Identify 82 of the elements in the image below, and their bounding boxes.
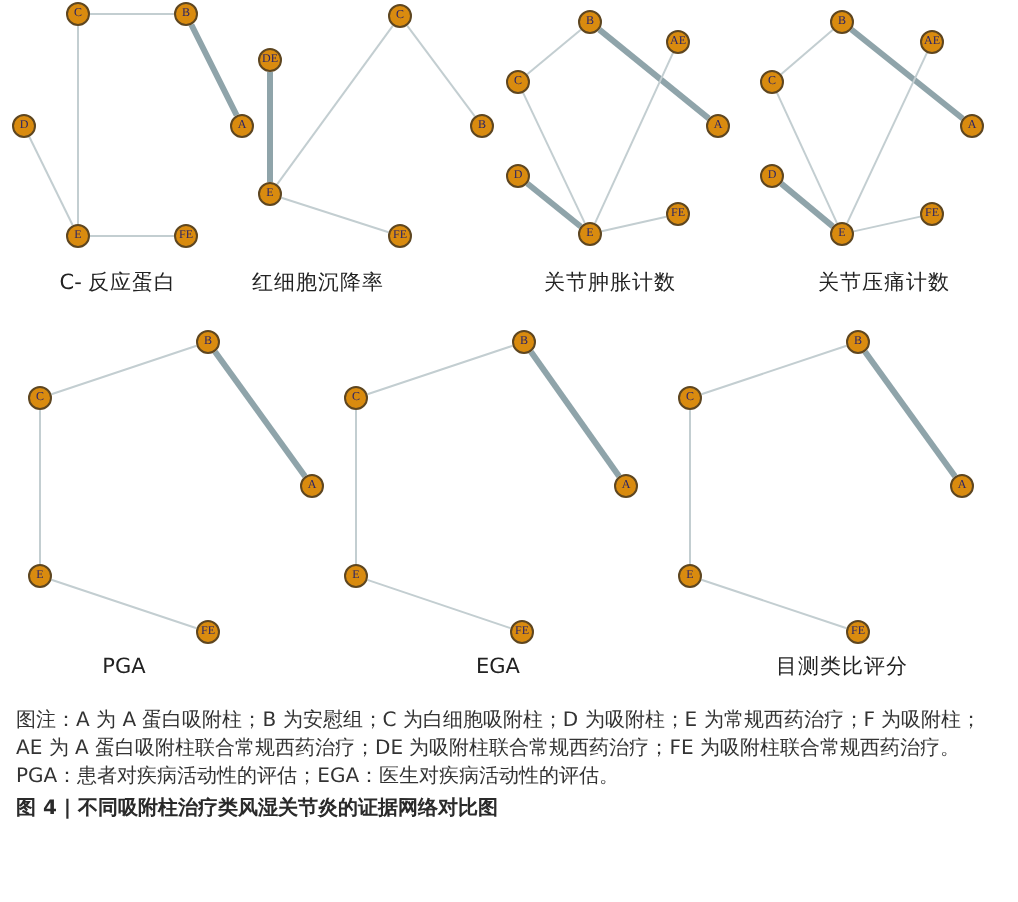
network-edge [689, 409, 691, 565]
panel-title: 红细胞沉降率 [252, 271, 384, 297]
panel-title: 关节肿胀计数 [544, 271, 676, 297]
treatment-node [388, 4, 412, 28]
figure-caption: 图 4 | 不同吸附柱治疗类风湿关节炎的证据网络对比图 [16, 796, 501, 824]
treatment-node [578, 10, 602, 34]
treatment-node [388, 224, 412, 248]
network-edge [188, 23, 240, 117]
network-edge [779, 181, 835, 229]
network-edge [366, 344, 514, 396]
network-edge [846, 51, 928, 225]
network-edge [267, 72, 273, 182]
network-edge [77, 25, 79, 225]
network-edge [597, 27, 711, 121]
treatment-node [666, 30, 690, 54]
treatment-node [706, 114, 730, 138]
network-edge [280, 196, 390, 234]
network-edge [594, 51, 674, 225]
network-edge [28, 135, 74, 227]
network-edge [525, 181, 583, 229]
treatment-node [950, 474, 974, 498]
treatment-node [666, 202, 690, 226]
panel-title: 目测类比评分 [776, 655, 908, 681]
treatment-node [920, 202, 944, 226]
treatment-node [510, 620, 534, 644]
network-edge [355, 409, 357, 565]
treatment-node [678, 564, 702, 588]
treatment-node [344, 386, 368, 410]
network-edge [528, 350, 622, 478]
network-edge [50, 344, 198, 396]
treatment-node [258, 48, 282, 72]
treatment-node [174, 2, 198, 26]
network-edge [89, 235, 175, 237]
treatment-node [230, 114, 254, 138]
network-edge [39, 409, 41, 565]
treatment-node [678, 386, 702, 410]
network-edge [600, 215, 668, 233]
treatment-node [196, 620, 220, 644]
treatment-node [66, 224, 90, 248]
treatment-node [614, 474, 638, 498]
treatment-node [578, 222, 602, 246]
network-edge [700, 578, 848, 630]
network-edge [776, 91, 838, 225]
treatment-node [196, 330, 220, 354]
network-edge [406, 24, 476, 118]
network-edge [526, 28, 582, 76]
network-edge [862, 349, 958, 479]
network-edge [522, 91, 586, 225]
treatment-node [506, 164, 530, 188]
treatment-node [760, 70, 784, 94]
treatment-node [760, 164, 784, 188]
treatment-node [12, 114, 36, 138]
panel-title: C- 反应蛋白 [59, 271, 177, 297]
network-edge [780, 28, 834, 76]
treatment-node [920, 30, 944, 54]
figure-note: 图注：A 为 A 蛋白吸附柱；B 为安慰组；C 为白细胞吸附柱；D 为吸附柱；E 为常规西药治疗；F 为吸附柱；AE 为 A 蛋白吸附柱联合常规西药治疗；DE 为吸附柱联合常规西药治疗；FE 为吸附柱联合常规西药治疗。PGA：患者对疾病活动性的评估；EGA：医生对疾病活动性的评估。 [16, 708, 984, 792]
treatment-node [960, 114, 984, 138]
treatment-node [512, 330, 536, 354]
treatment-node [344, 564, 368, 588]
network-edge [852, 215, 922, 233]
treatment-node [830, 222, 854, 246]
treatment-node [28, 564, 52, 588]
treatment-node [300, 474, 324, 498]
network-edge [89, 13, 175, 15]
treatment-node [28, 386, 52, 410]
treatment-node [470, 114, 494, 138]
network-edge [276, 24, 394, 186]
treatment-node [66, 2, 90, 26]
treatment-node [506, 70, 530, 94]
network-edge [366, 578, 512, 630]
network-edge [50, 578, 198, 630]
network-edge [700, 344, 848, 396]
panel-title: 关节压痛计数 [818, 271, 950, 297]
panel-title: PGA [102, 655, 146, 681]
panel-title: EGA [476, 655, 520, 681]
treatment-node [174, 224, 198, 248]
network-edge [212, 349, 308, 479]
treatment-node [830, 10, 854, 34]
treatment-node [846, 620, 870, 644]
treatment-node [258, 182, 282, 206]
treatment-node [846, 330, 870, 354]
network-edge [849, 27, 965, 121]
